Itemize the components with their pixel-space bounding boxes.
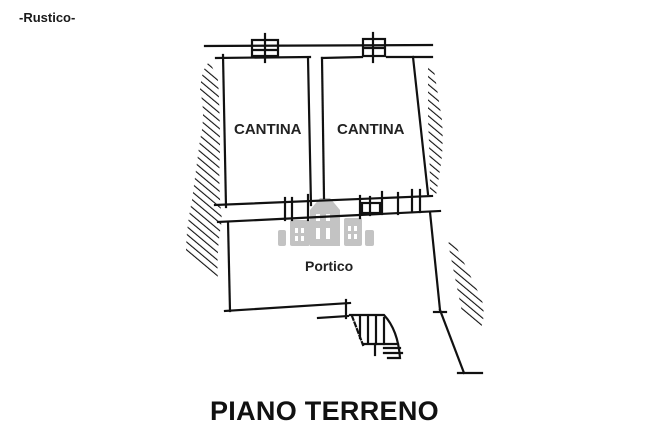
room-label-cantina-left: CANTINA <box>234 121 302 138</box>
floor-title: PIANO TERRENO <box>210 396 439 426</box>
property-type-label: -Rustico- <box>19 10 76 25</box>
room-label-portico: Portico <box>305 258 354 274</box>
room-label-cantina-right: CANTINA <box>337 121 405 138</box>
